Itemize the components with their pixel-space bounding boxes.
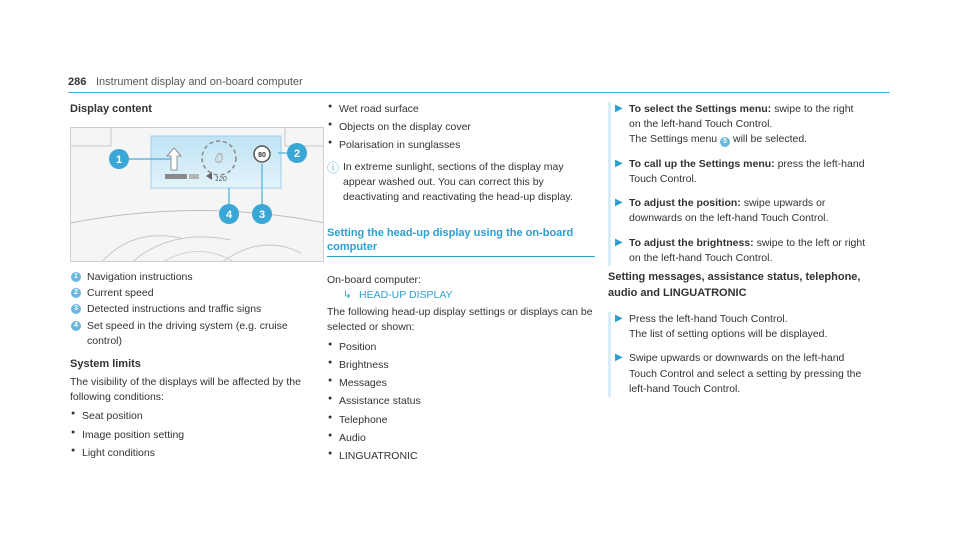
list-item: Messages [327, 376, 595, 391]
conditions-list-1: Seat position Image position setting Lig… [70, 409, 324, 461]
step-arrow-icon: ▶ [615, 157, 623, 169]
list-item: Wet road surface [327, 102, 595, 117]
step: ▶ To adjust the brightness: swipe to the… [615, 236, 866, 264]
list-item: LINGUATRONIC [327, 449, 595, 464]
list-item: Audio [327, 431, 595, 446]
number-badge: 1 [71, 271, 81, 282]
number-badge: 5 [720, 137, 731, 148]
svg-text:3: 3 [259, 209, 265, 221]
note: ⓘ In extreme sunlight, sections of the d… [327, 160, 595, 206]
callout-1 [109, 148, 129, 169]
subheading: Setting messages, assistance status, tel… [608, 270, 861, 299]
head-up-display-figure: 0 120 80 1 2 3 4 [70, 126, 324, 262]
conditions-list-2: Wet road surface Objects on the display … [327, 102, 595, 154]
list-item: Brightness [327, 358, 595, 373]
set-speed-label: 120 [215, 176, 227, 183]
step: ▶ Swipe upwards or downwards on the left… [615, 352, 862, 395]
system-limits-intro: The visibility of the displays will be a… [70, 375, 301, 404]
settings-intro: The following head-up display settings o… [327, 306, 593, 334]
svg-text:4: 4 [226, 209, 233, 221]
column-2: Wet road surface Objects on the display … [327, 102, 595, 467]
list-item: Position [327, 340, 595, 355]
svg-text:1: 1 [116, 154, 122, 166]
page-number: 286 [68, 76, 87, 88]
list-item: Assistance status [327, 394, 595, 409]
svg-text:0: 0 [215, 150, 223, 166]
step: ▶ To select the Settings menu: swipe to … [615, 103, 854, 148]
page-header: 286 Instrument display and on-board comp… [68, 73, 890, 93]
hud-illustration: 0 120 80 1 2 3 4 [71, 127, 323, 261]
step: ▶ To adjust the position: swipe upwards … [615, 197, 829, 225]
list-item: Polarisation in sunglasses [327, 138, 595, 153]
list-item: Image position setting [70, 428, 324, 443]
menu-arrow-icon: ↳ [343, 289, 352, 302]
steps-block-2: ▶ Press the left-hand Touch Control. The… [608, 311, 868, 397]
menu-path-label: HEAD-UP DISPLAY [359, 289, 453, 302]
list-item: Light conditions [70, 446, 324, 461]
navigation-arrow-icon [166, 147, 182, 171]
list-item: Telephone [327, 413, 595, 428]
callout-2 [287, 142, 307, 163]
system-limits-heading: System limits [70, 358, 141, 371]
number-badge: 4 [71, 320, 81, 331]
step-arrow-icon: ▶ [615, 103, 623, 114]
step-arrow-icon: ▶ [615, 236, 623, 248]
column-3: ▶ To select the Settings menu: swipe to … [608, 102, 868, 406]
step-arrow-icon: ▶ [615, 312, 623, 324]
steps-block-1: ▶ To select the Settings menu: swipe to … [608, 102, 868, 266]
step-arrow-icon: ▶ [615, 197, 623, 209]
svg-text:2: 2 [294, 148, 300, 160]
step: ▶ Press the left-hand Touch Control. The… [615, 312, 828, 341]
step-arrow-icon: ▶ [615, 352, 623, 364]
options-list: Position Brightness Messages Assistance … [327, 340, 595, 465]
step: ▶ To call up the Settings menu: press th… [615, 157, 865, 185]
speed-dial-icon [201, 140, 237, 176]
callout-4 [219, 203, 239, 224]
list-item: Seat position [70, 409, 324, 424]
note-text: In extreme sunlight, sections of the dis… [343, 160, 573, 204]
number-badge: 3 [71, 304, 81, 315]
column-1: Display content 0 120 [70, 102, 324, 464]
menu-path: ↳ HEAD-UP DISPLAY [327, 288, 595, 303]
list-item: Objects on the display cover [327, 120, 595, 135]
section-heading: Setting the head-up display using the on… [327, 227, 595, 257]
info-icon: ⓘ [327, 160, 340, 175]
onboard-computer-label: On-board computer: [327, 273, 421, 286]
display-content-heading: Display content [70, 103, 152, 115]
speed-limit-value: 80 [258, 152, 266, 159]
speed-limit-sign-icon [253, 145, 271, 163]
running-title: Instrument display and on-board computer [96, 76, 303, 88]
number-badge: 2 [71, 288, 81, 299]
callout-3 [252, 203, 272, 224]
